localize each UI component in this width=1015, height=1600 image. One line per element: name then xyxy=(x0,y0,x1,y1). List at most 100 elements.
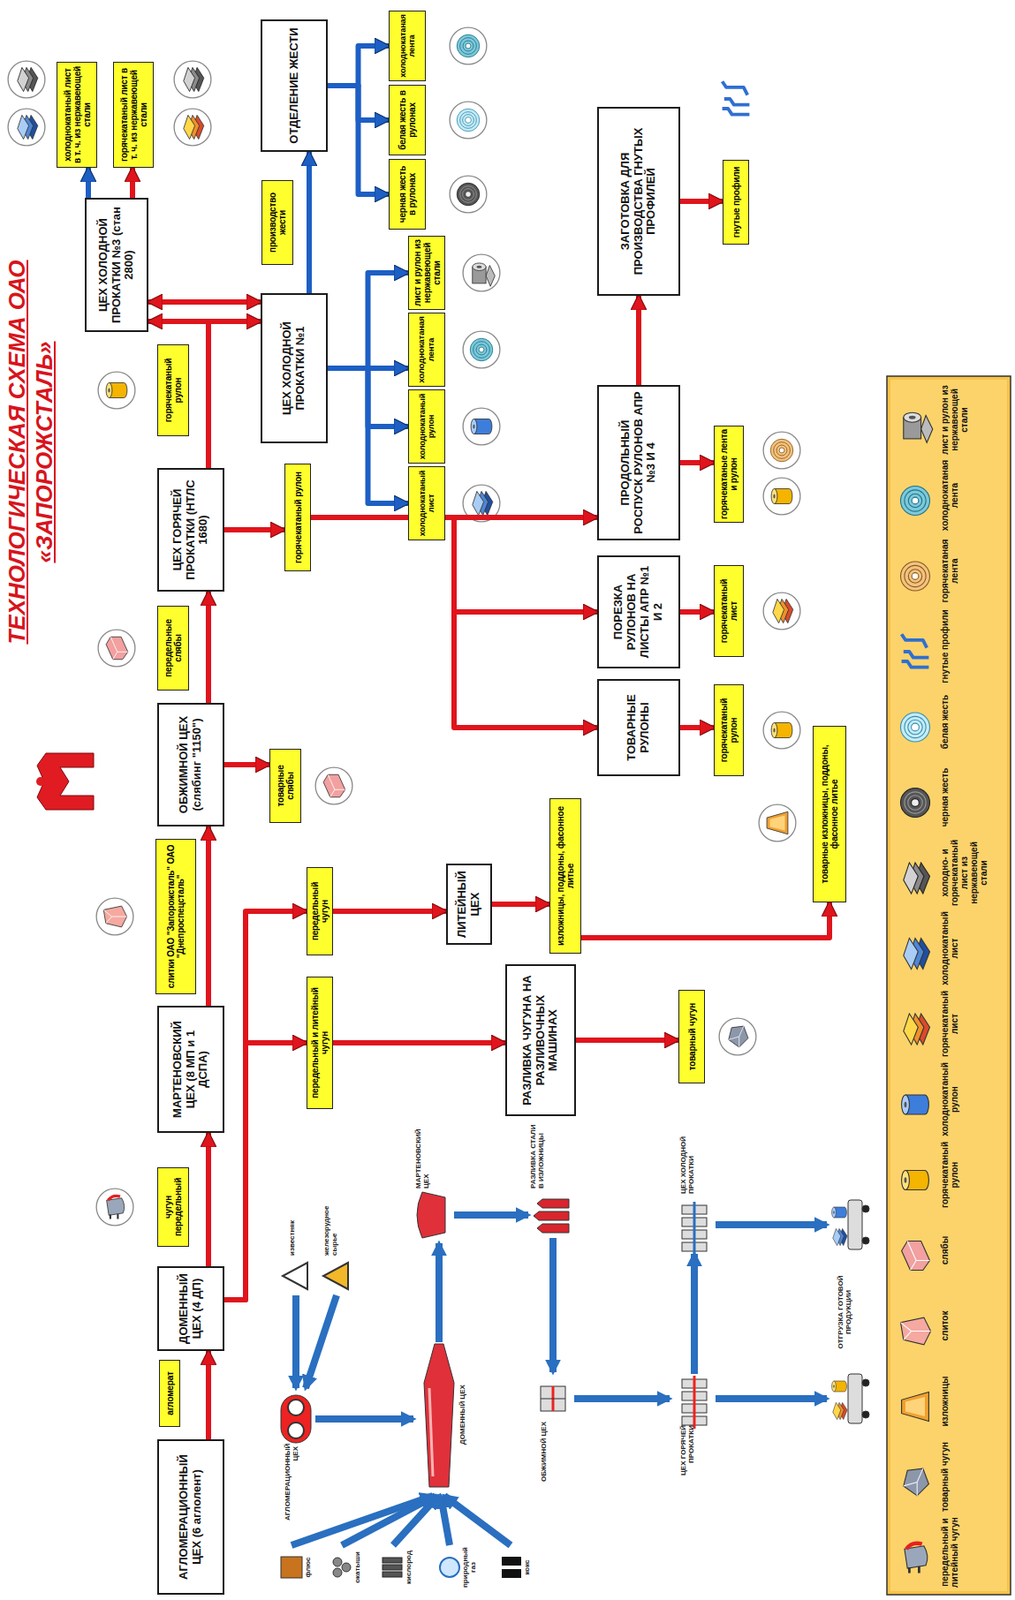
flow-arrow xyxy=(148,299,261,305)
text: ОБЖИМНОЙ ЦЕХ (слябинг "1150") xyxy=(177,709,205,821)
shape xyxy=(98,371,136,410)
shape xyxy=(456,182,480,206)
product-label: горячекатаный рулон xyxy=(284,463,311,572)
shape xyxy=(763,592,801,630)
text: холоднокатаная лента xyxy=(398,14,417,78)
product-label: холоднокатаный лист xyxy=(408,466,446,541)
shape xyxy=(770,439,794,463)
legend-item: горячекатаный рулон xyxy=(939,1138,960,1213)
shape xyxy=(537,1199,569,1209)
shape xyxy=(174,60,212,99)
text: гнутые профили xyxy=(731,163,742,242)
shape xyxy=(901,486,931,516)
text: агломерат xyxy=(165,1363,175,1425)
shape xyxy=(549,1238,557,1373)
shape xyxy=(462,254,500,292)
shape xyxy=(758,804,796,842)
shape xyxy=(7,60,46,99)
text: товарные изложницы, поддоны, фасонное ли… xyxy=(819,729,840,900)
text: РАЗЛИВКА СТАЛИ В ИЗЛОЖНИЦЫ xyxy=(530,1120,546,1190)
shape xyxy=(537,1224,569,1234)
shape xyxy=(315,1416,414,1424)
text: слитки ОАО "Запорожсталь" ОАО "Днепроспе… xyxy=(166,842,186,992)
shape xyxy=(323,1263,349,1290)
flow-arrow xyxy=(327,85,389,121)
scheme-label: ЦЕХ ХОЛОДНОЙ ПРОКАТКИ xyxy=(680,1120,697,1195)
flow-arrow xyxy=(205,1133,212,1267)
text: железорудное сырье xyxy=(323,1192,340,1257)
flow-arrow xyxy=(224,1043,307,1301)
shape xyxy=(903,938,931,970)
legend-icons xyxy=(901,412,933,1574)
shape xyxy=(901,788,931,819)
shape xyxy=(833,1402,848,1420)
text: холоднокатаная лента xyxy=(939,458,960,533)
shape xyxy=(36,777,46,787)
text: горячекатаный лист в т. ч. из нержавеюще… xyxy=(119,65,149,165)
text: горячекатаный рулон xyxy=(163,348,183,433)
process-box: ТОВАРНЫЕ РУЛОНЫ xyxy=(597,679,681,777)
product-label: передельные слябы xyxy=(157,605,190,691)
product-label: холоднокатаная лента xyxy=(388,10,426,82)
text: ЛИТЕЙНЫЙ ЦЕХ xyxy=(455,870,483,940)
shape xyxy=(772,598,794,623)
flow-arrow xyxy=(333,1040,506,1046)
shape xyxy=(533,1211,569,1221)
scheme-label: АГЛОМЕРАЦИОННЫЙ ЦЕХ xyxy=(284,1446,301,1522)
legend-item: лист и рулон из нержавеющей стали xyxy=(939,383,970,458)
shape xyxy=(183,67,205,91)
text: ПОРЕЗКА РУЛОНОВ НА ЛИСТЫ АПР №1 И 2 xyxy=(612,561,666,663)
text: горячекатаные лента и рулон xyxy=(719,429,739,520)
legend-item: холодно- и горячекатаный лист из нержаве… xyxy=(939,836,989,911)
process-box: ОТДЕЛЕНИЕ ЖЕСТИ xyxy=(260,19,328,152)
process-box: ЦЕХ ГОРЯЧЕЙ ПРОКАТКИ (НТЛС 1680) xyxy=(157,468,225,592)
text: АГЛОМЕРАЦИОННЫЙ ЦЕХ xyxy=(284,1446,301,1522)
shape xyxy=(832,1207,848,1219)
flow-arrow xyxy=(575,1037,679,1044)
text: ОТДЕЛЕНИЕ ЖЕСТИ xyxy=(287,25,302,146)
shape xyxy=(763,477,801,516)
shape xyxy=(287,1400,304,1417)
text: горячекатаный рулон xyxy=(293,467,303,569)
product-label: агломерат xyxy=(159,1360,181,1428)
text: РАЗЛИВКА ЧУГУНА НА РАЗЛИВОЧНЫХ МАШИНАХ xyxy=(521,970,561,1111)
text: передельный чугун xyxy=(310,871,330,953)
shape xyxy=(848,1200,863,1250)
scheme-label: известняк xyxy=(288,1192,297,1257)
shape xyxy=(341,1563,351,1573)
text: ДОМЕННЫЙ ЦЕХ (4 ДП) xyxy=(177,1272,205,1346)
text: лист и рулон из нержавеющей стали xyxy=(939,383,970,458)
text: ЦЕХ ГОРЯЧЕЙ ПРОКАТКИ xyxy=(680,1425,697,1508)
shape xyxy=(728,1026,749,1048)
shape xyxy=(890,379,1008,1592)
shape xyxy=(903,1014,931,1046)
shape xyxy=(901,1393,930,1423)
text: холоднокатаный рулон xyxy=(417,393,436,461)
product-label: изложницы, поддоны, фасонное литье xyxy=(549,798,582,955)
flow-arrow xyxy=(205,591,212,704)
shape xyxy=(501,1557,522,1567)
shape xyxy=(903,1469,930,1497)
flow-arrow xyxy=(327,368,409,427)
shape xyxy=(323,774,346,798)
shape xyxy=(904,1544,928,1575)
shape xyxy=(333,1558,351,1578)
shape xyxy=(17,114,38,139)
legend-item: гнутые профили xyxy=(939,609,950,684)
shape xyxy=(862,1237,870,1245)
shape xyxy=(832,1381,848,1393)
flow-arrow xyxy=(327,368,409,504)
shape xyxy=(766,811,788,835)
text: холодно- и горячекатаный лист из нержаве… xyxy=(939,836,989,911)
shape xyxy=(106,383,128,399)
text: АГЛОМЕРАЦИОННЫЙ ЦЕХ (6 аглолент) xyxy=(177,1446,205,1590)
text: горячекатаный рулон xyxy=(939,1138,960,1213)
flow-arrow xyxy=(327,85,389,195)
text: лист и рулон из нержавеющей стали xyxy=(412,239,442,307)
text: природный газ xyxy=(462,1541,478,1595)
shape xyxy=(901,1171,930,1191)
text: горячекатаный лист xyxy=(719,568,739,654)
company-logo xyxy=(36,753,94,811)
product-label: товарный чугун xyxy=(678,990,705,1084)
